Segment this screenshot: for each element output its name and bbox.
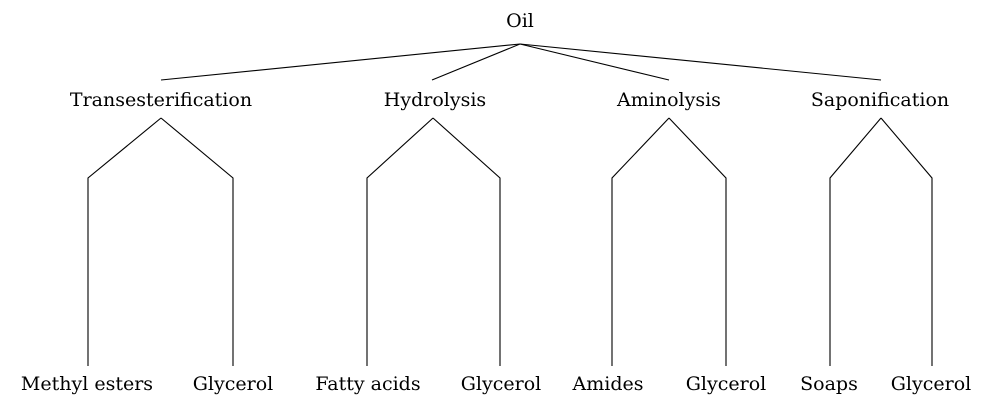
branch-line-right	[432, 117, 501, 366]
edge-oil-hydrolysis	[431, 43, 521, 81]
product-glycerol-2: Glycerol	[461, 373, 541, 395]
edge-oil-transesterification	[160, 43, 521, 81]
process-node-hydrolysis: Hydrolysis	[384, 89, 486, 111]
root-node-oil: Oil	[506, 10, 534, 32]
branch-line-right	[668, 117, 727, 366]
product-fatty-acids: Fatty acids	[315, 373, 420, 395]
root-edges	[160, 43, 882, 81]
product-soaps: Soaps	[800, 373, 858, 395]
branch-aminolysis	[611, 117, 727, 366]
edge-oil-aminolysis	[519, 43, 670, 81]
branch-line-left	[366, 117, 434, 366]
branch-saponification	[829, 117, 933, 366]
product-methyl-esters: Methyl esters	[21, 373, 153, 395]
product-glycerol-4: Glycerol	[891, 373, 971, 395]
branch-line-left	[611, 117, 670, 366]
branch-transesterification	[87, 117, 234, 366]
product-amides: Amides	[572, 373, 644, 395]
process-node-aminolysis: Aminolysis	[616, 89, 721, 111]
branch-line-right	[160, 117, 234, 366]
process-node-transesterification: Transesterification	[70, 89, 252, 111]
edge-oil-saponification	[519, 43, 882, 81]
branch-line-right	[880, 117, 933, 366]
branch-line-left	[87, 117, 162, 366]
branch-line-left	[829, 117, 882, 366]
product-glycerol-1: Glycerol	[193, 373, 273, 395]
process-node-saponification: Saponification	[811, 89, 949, 111]
product-glycerol-3: Glycerol	[686, 373, 766, 395]
branch-hydrolysis	[366, 117, 501, 366]
